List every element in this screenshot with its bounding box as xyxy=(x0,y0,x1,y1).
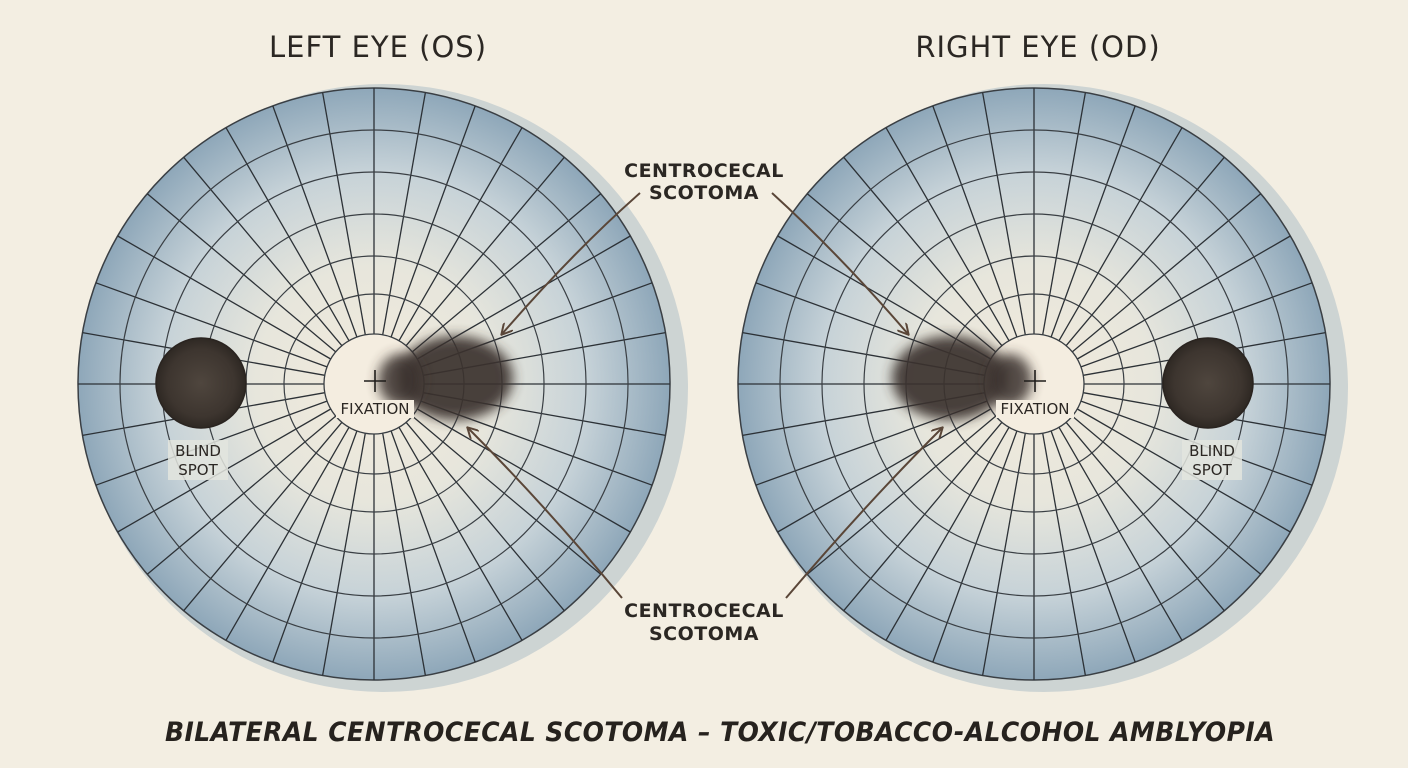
right-grid-spoke xyxy=(1042,433,1087,676)
right-eye-title: RIGHT EYE (OD) xyxy=(915,30,1160,64)
left-grid-spoke xyxy=(117,235,332,360)
callout-top-line2: SCOTOMA xyxy=(649,182,759,204)
left-grid-spoke xyxy=(146,193,337,353)
callout-bottom-arrow-right xyxy=(785,428,942,599)
left-grid-spoke xyxy=(411,193,602,353)
callout-top-line1: CENTROCECAL xyxy=(624,160,784,182)
left-grid-spoke xyxy=(272,105,358,338)
left-eye-title: LEFT EYE (OS) xyxy=(269,30,487,64)
callout-bottom-arrow-left xyxy=(468,428,623,599)
callout-top: CENTROCECAL SCOTOMA xyxy=(502,160,908,334)
left-grid-spoke xyxy=(225,127,350,342)
left-grid-spoke xyxy=(183,421,343,612)
right-grid-spoke xyxy=(806,193,997,353)
left-grid-spoke xyxy=(321,92,366,335)
left-grid-spoke xyxy=(382,433,427,676)
right-grid-spoke xyxy=(1065,421,1225,612)
callout-top-arrow-left xyxy=(502,192,641,334)
right-grid-spoke xyxy=(1058,426,1183,641)
left-grid-spoke xyxy=(416,408,631,533)
left-blind-spot xyxy=(155,337,247,429)
callout-bottom: CENTROCECAL SCOTOMA xyxy=(468,428,942,645)
left-grid-spoke xyxy=(405,421,565,612)
left-grid-spoke xyxy=(183,156,343,347)
right-field-rings xyxy=(779,129,1289,639)
right-grid-spoke xyxy=(1050,105,1136,338)
right-grid-spoke xyxy=(1071,415,1262,575)
left-centrocecal-scotoma xyxy=(397,336,513,420)
left-grid-spoke xyxy=(146,415,337,575)
left-grid-spoke xyxy=(272,430,358,663)
left-grid-spoke xyxy=(405,156,565,347)
left-grid-spoke xyxy=(390,430,476,663)
callout-top-arrow-right xyxy=(771,192,908,334)
right-grid-spoke xyxy=(1065,156,1225,347)
right-grid-spoke xyxy=(1042,92,1087,335)
right-grid-spoke xyxy=(806,415,997,575)
left-grid-spoke xyxy=(398,127,523,342)
right-centrocecal-scotoma xyxy=(892,336,1008,420)
right-grid-spoke xyxy=(1050,430,1136,663)
right-fixation-cross xyxy=(1024,370,1046,392)
right-grid-spoke xyxy=(932,105,1018,338)
right-grid-spoke xyxy=(981,433,1026,676)
right-grid-spoke xyxy=(885,127,1010,342)
right-blind-spot-label-line1: BLIND xyxy=(1189,442,1235,460)
right-grid-spoke xyxy=(885,426,1010,641)
left-grid-ring xyxy=(119,129,629,639)
left-fixation-label: FIXATION xyxy=(340,400,409,418)
left-grid-spoke xyxy=(411,415,602,575)
left-grid-spoke xyxy=(390,105,476,338)
left-grid-spoke xyxy=(398,426,523,641)
right-grid-spoke xyxy=(1071,193,1262,353)
right-grid-ring xyxy=(779,129,1289,639)
right-blind-spot xyxy=(1162,337,1254,429)
left-grid-spoke xyxy=(225,426,350,641)
left-blind-spot-label-line2: SPOT xyxy=(178,461,218,479)
right-grid-spoke xyxy=(777,408,992,533)
left-grid-spoke xyxy=(382,92,427,335)
callout-bottom-line2: SCOTOMA xyxy=(649,623,759,645)
right-grid-spoke xyxy=(981,92,1026,335)
right-grid-spoke xyxy=(1080,282,1313,368)
bottom-title: BILATERAL CENTROCECAL SCOTOMA – TOXIC/TO… xyxy=(165,717,1275,748)
callout-bottom-line1: CENTROCECAL xyxy=(624,600,784,622)
left-fixation-cross xyxy=(364,370,386,392)
right-grid-spoke xyxy=(843,156,1003,347)
left-visual-field: FIXATION BLIND SPOT xyxy=(77,84,688,692)
right-blind-spot-label-line2: SPOT xyxy=(1192,461,1232,479)
right-grid-spoke xyxy=(932,430,1018,663)
left-grid-spoke xyxy=(95,282,328,368)
left-grid-spoke xyxy=(321,433,366,676)
right-grid-spoke xyxy=(1076,235,1291,360)
right-grid-spoke xyxy=(1058,127,1183,342)
left-blind-spot-label-line1: BLIND xyxy=(175,442,221,460)
right-grid-spoke xyxy=(843,421,1003,612)
right-fixation-label: FIXATION xyxy=(1000,400,1069,418)
right-visual-field: FIXATION BLIND SPOT xyxy=(737,84,1348,692)
